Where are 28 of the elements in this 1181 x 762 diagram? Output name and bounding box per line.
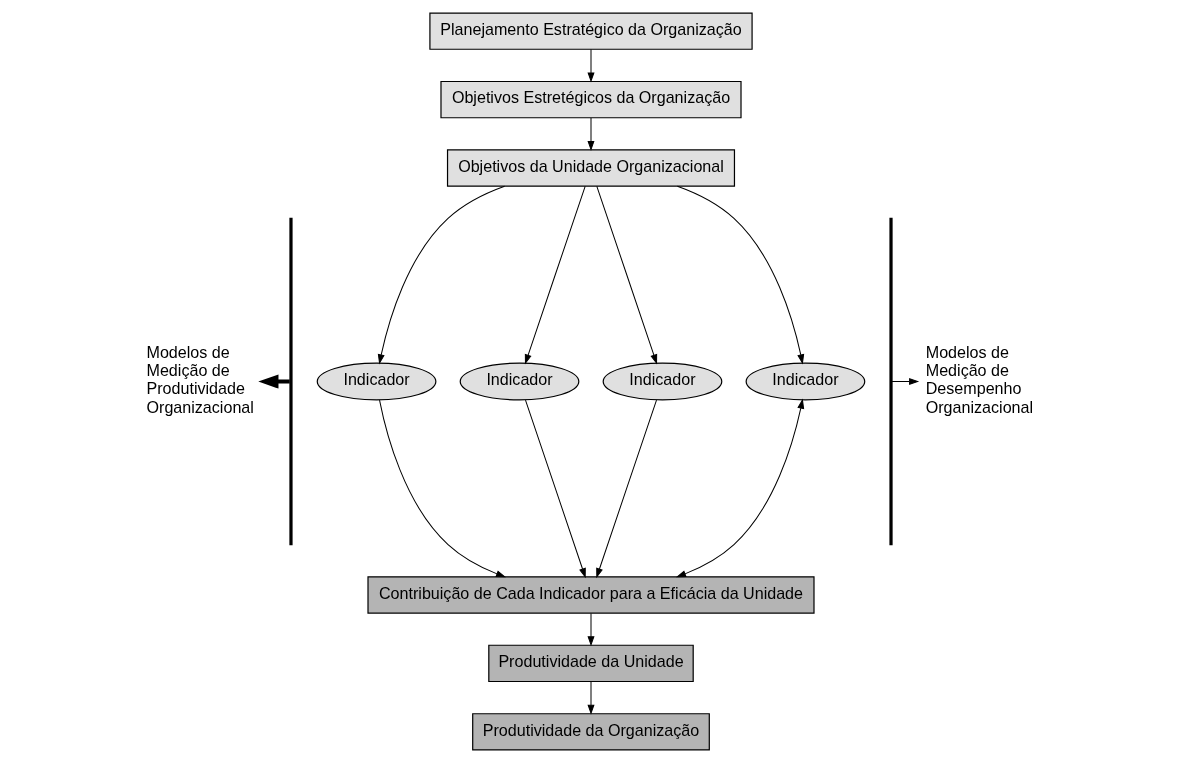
arrow: [257, 373, 290, 389]
arrow: [524, 399, 586, 578]
node-text: Modelos de Medição de Produtividade Organizacional: [146, 342, 254, 416]
node-bracket: [888, 217, 893, 545]
arrow: [586, 680, 595, 715]
node-ellipse: Indicador: [316, 362, 436, 400]
arrow: [676, 185, 804, 364]
node-box: Contribuição de Cada Indicador para a Eficácia da Unidade: [366, 575, 815, 614]
node-ellipse: Indicador: [745, 362, 865, 400]
arrow: [595, 185, 657, 364]
node-bracket: [288, 217, 293, 545]
node-box: Produtividade da Organização: [471, 712, 710, 751]
arrow: [586, 117, 595, 151]
arrow: [524, 185, 586, 364]
node-box: Objetivos da Unidade Organizacional: [446, 148, 735, 187]
arrow: [586, 48, 595, 83]
node-box: Produtividade da Unidade: [487, 644, 694, 682]
arrow: [891, 377, 919, 385]
node-box: Planejamento Estratégico da Organização: [428, 11, 753, 50]
node-text: Modelos de Medição de Desempenho Organizacional: [925, 342, 1033, 416]
arrow: [377, 185, 505, 364]
arrow: [675, 398, 804, 577]
node-box: Objetivos Estretégicos da Organização: [439, 80, 742, 118]
node-ellipse: Indicador: [602, 362, 722, 400]
arrow: [586, 612, 595, 646]
arrow: [595, 399, 657, 578]
arrow: [378, 399, 506, 577]
node-ellipse: Indicador: [459, 362, 579, 400]
